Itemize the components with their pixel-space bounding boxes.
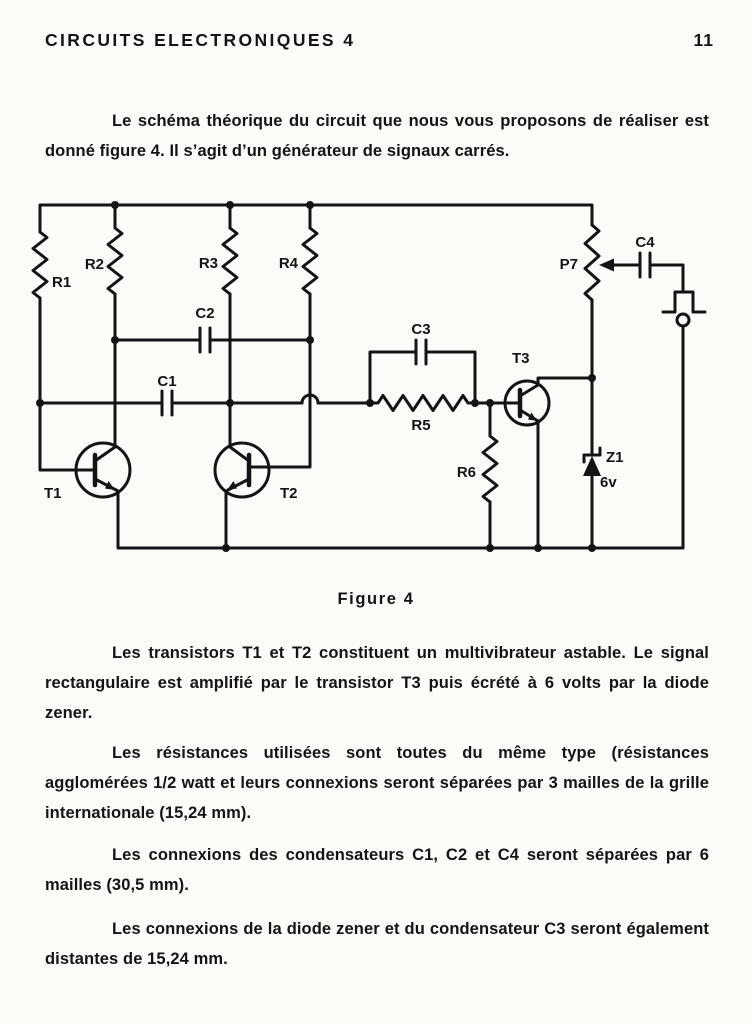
resistor-r3 xyxy=(221,226,239,296)
zener-diode-z1 xyxy=(582,446,602,476)
capacitor-c4 xyxy=(638,251,652,279)
label-t1: T1 xyxy=(44,485,62,502)
t3-emitter-arrow xyxy=(528,412,537,421)
p7-wiper-arrow xyxy=(599,258,614,272)
resistor-r2 xyxy=(106,226,124,296)
junction-dots xyxy=(36,201,596,552)
body-paragraph-4: Les connexions de la diode zener et du c… xyxy=(45,920,709,968)
component-labels: R1 R2 R3 R4 R5 R6 C1 C2 C3 C4 T1 T2 T3 P… xyxy=(44,234,655,502)
page-header: CIRCUITS ELECTRONIQUES 4 11 xyxy=(45,30,714,51)
page-number: 11 xyxy=(693,30,714,50)
resistor-r5 xyxy=(368,394,477,412)
circuit-wires xyxy=(38,203,685,550)
body-paragraph-2: Les résistances utilisées sont toutes du… xyxy=(45,744,709,822)
resistor-r1 xyxy=(31,230,49,300)
wire-hop xyxy=(300,393,320,405)
label-z1-voltage: 6v xyxy=(600,474,617,491)
label-r6: R6 xyxy=(457,464,476,481)
label-r4: R4 xyxy=(279,255,299,272)
figure-caption: Figure 4 xyxy=(337,590,415,608)
label-t2: T2 xyxy=(280,485,298,502)
transistor-t1 xyxy=(74,441,132,499)
document-title: CIRCUITS ELECTRONIQUES 4 xyxy=(45,30,356,50)
label-c1: C1 xyxy=(157,373,176,390)
t2-emitter-arrow xyxy=(227,481,237,490)
label-r3: R3 xyxy=(199,255,218,272)
figure-4-schematic: R1 R2 R3 R4 R5 R6 C1 C2 C3 C4 T1 T2 T3 P… xyxy=(31,201,707,552)
label-r2: R2 xyxy=(85,256,104,273)
output-terminal xyxy=(661,290,707,328)
transistor-t2 xyxy=(213,441,271,499)
body-paragraph-1: Les transistors T1 et T2 constituent un … xyxy=(45,644,709,722)
capacitor-c3 xyxy=(414,338,428,366)
label-c2: C2 xyxy=(195,305,214,322)
label-t3: T3 xyxy=(512,350,530,367)
t1-emitter-arrow xyxy=(105,481,115,490)
capacitor-c2 xyxy=(198,326,212,354)
capacitor-c1 xyxy=(160,389,174,417)
intro-paragraph: Le schéma théorique du circuit que nous … xyxy=(45,112,709,160)
label-c4: C4 xyxy=(635,234,655,251)
label-r1: R1 xyxy=(52,274,71,291)
resistor-r6 xyxy=(481,434,499,504)
label-r5: R5 xyxy=(411,417,430,434)
label-p7: P7 xyxy=(560,256,578,273)
square-wave-icon xyxy=(661,290,707,314)
label-c3: C3 xyxy=(411,321,430,338)
potentiometer-p7 xyxy=(583,223,614,302)
output-socket xyxy=(675,312,691,328)
resistor-r4 xyxy=(301,226,319,296)
transistor-t3 xyxy=(503,379,551,427)
body-paragraph-3: Les connexions des condensateurs C1, C2 … xyxy=(45,846,709,894)
label-z1: Z1 xyxy=(606,449,624,466)
